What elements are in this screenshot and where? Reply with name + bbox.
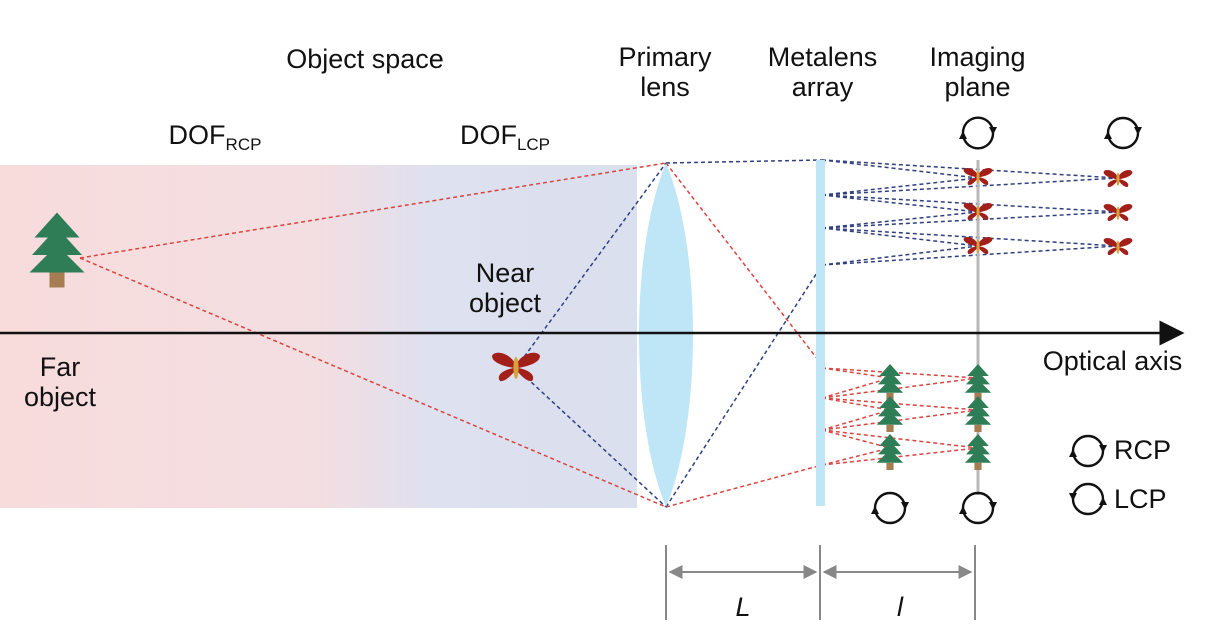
primary-lens-label: Primary lens bbox=[600, 42, 730, 102]
object-space-label: Object space bbox=[286, 44, 444, 74]
far-object-rays bbox=[79, 162, 979, 508]
dof-rcp-main: DOF bbox=[168, 120, 226, 150]
near-object-rays bbox=[515, 159, 1119, 508]
far-object-label-line1: Far bbox=[39, 352, 81, 382]
butterfly-image bbox=[1103, 170, 1133, 188]
legend-rcp-label: RCP bbox=[1114, 435, 1172, 465]
dimension-l-label: l bbox=[897, 592, 903, 622]
butterfly-image bbox=[963, 203, 993, 221]
primary-lens bbox=[639, 163, 693, 507]
near-object-label: Near object bbox=[440, 258, 570, 318]
metalens-array-label: Metalens array bbox=[755, 42, 890, 102]
imaging-plane-label-line1: Imaging bbox=[929, 42, 1026, 72]
near-object-label-line2: object bbox=[468, 288, 542, 318]
imaging-plane-label: Imaging plane bbox=[910, 42, 1045, 102]
tree-image bbox=[876, 364, 904, 400]
dof-rcp-subscript: RCP bbox=[225, 135, 262, 154]
dof-rcp-label: DOFRCP bbox=[150, 120, 280, 160]
metalens-label-line1: Metalens bbox=[767, 42, 878, 72]
dimension-markers bbox=[665, 545, 976, 620]
butterfly-image bbox=[1103, 238, 1133, 256]
tree-image bbox=[876, 396, 904, 432]
tree-image bbox=[964, 434, 992, 470]
butterfly-image bbox=[963, 168, 993, 186]
dimension-L-label: L bbox=[735, 592, 751, 622]
metalens-label-line2: array bbox=[791, 72, 854, 102]
primary-lens-label-line2: lens bbox=[640, 72, 690, 102]
tree-image bbox=[964, 364, 992, 400]
dof-lcp-main: DOF bbox=[459, 120, 517, 150]
dof-lcp-subscript: LCP bbox=[516, 135, 551, 154]
circular-polarization-icon bbox=[871, 116, 1142, 525]
far-object-label: Far object bbox=[5, 352, 115, 412]
butterfly-image bbox=[963, 237, 993, 255]
optical-axis-label: Optical axis bbox=[1042, 346, 1183, 376]
legend-lcp-label: LCP bbox=[1114, 484, 1167, 514]
tree-image bbox=[964, 396, 992, 432]
imaging-plane-label-line2: plane bbox=[944, 72, 1011, 102]
primary-lens-label-line1: Primary bbox=[618, 42, 712, 72]
butterfly-image bbox=[1103, 204, 1133, 222]
near-object-label-line1: Near bbox=[475, 258, 535, 288]
depth-of-field-region bbox=[0, 165, 637, 508]
far-object-label-line2: object bbox=[23, 382, 97, 412]
dof-lcp-label: DOFLCP bbox=[440, 120, 570, 160]
